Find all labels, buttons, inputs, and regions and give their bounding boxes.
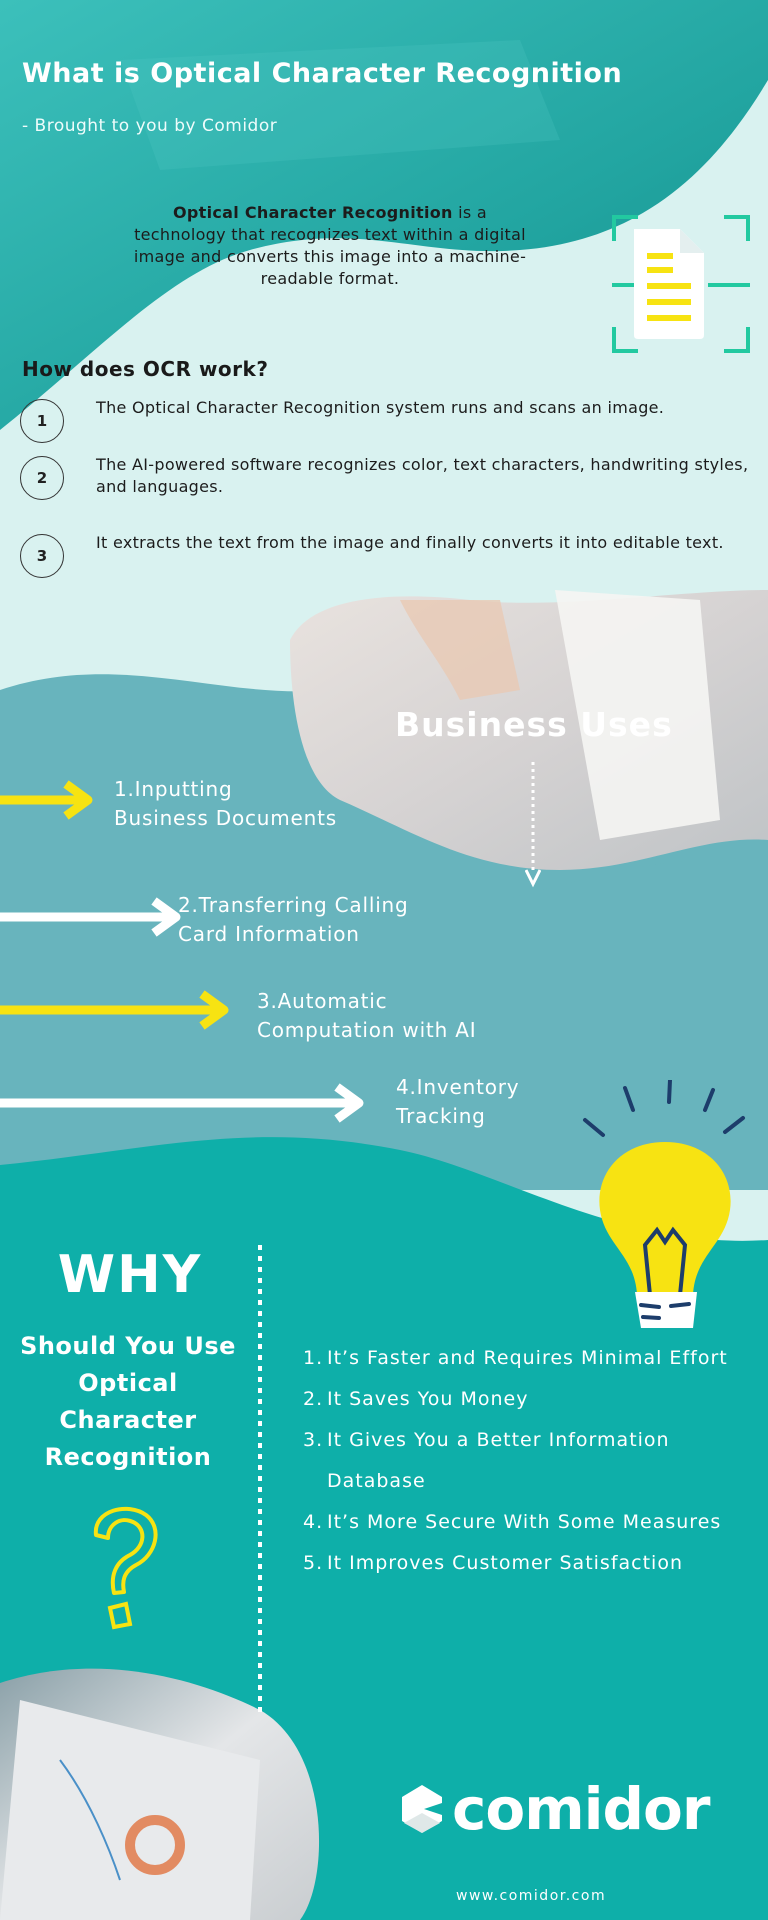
benefit-text: It’s More Secure With Some Measures — [327, 1511, 722, 1533]
step-number: 3 — [20, 534, 64, 578]
page-title: What is Optical Character Recognition — [22, 58, 623, 89]
ocr-definition-text: is a technology that recognizes text wit… — [133, 203, 527, 288]
benefit-item: 4.It’s More Secure With Some Measures — [303, 1502, 753, 1543]
question-mark-icon — [93, 1506, 158, 1630]
comidor-logo-text: comidor — [452, 1775, 711, 1843]
page-subtitle: - Brought to you by Comidor — [22, 116, 278, 136]
benefit-text: It’s Faster and Requires Minimal Effort — [327, 1347, 728, 1369]
comidor-logo-mark-icon — [402, 1785, 442, 1833]
benefit-text: It Improves Customer Satisfaction — [327, 1552, 683, 1574]
step-text: It extracts the text from the image and … — [96, 533, 724, 552]
document-scan-icon — [612, 215, 750, 353]
benefit-text: It Saves You Money — [327, 1388, 529, 1410]
use-line: 2.Transferring Calling — [178, 893, 409, 917]
arrow-right-icon — [0, 780, 93, 820]
benefit-item: 5.It Improves Customer Satisfaction — [303, 1543, 753, 1584]
lightbulb-icon — [583, 1080, 745, 1328]
benefit-item: 2.It Saves You Money — [303, 1379, 753, 1420]
benefit-number: 2. — [303, 1388, 324, 1410]
business-uses-heading: Business Uses — [395, 705, 673, 744]
use-line: Card Information — [178, 922, 360, 946]
use-line: Tracking — [396, 1104, 486, 1128]
use-line: Business Documents — [114, 806, 337, 830]
step-1: 1 The Optical Character Recognition syst… — [20, 397, 760, 443]
use-line: 4.Inventory — [396, 1075, 520, 1099]
step-2-row: 2 The AI-powered software recognizes col… — [20, 432, 760, 500]
step-3: 3 It extracts the text from the image an… — [20, 532, 760, 578]
dotted-divider — [258, 1245, 262, 1715]
step-number: 2 — [20, 456, 64, 500]
arrow-right-icon — [0, 897, 181, 937]
why-heading: WHY — [57, 1245, 203, 1305]
use-line: Computation with AI — [257, 1018, 477, 1042]
step-number: 1 — [20, 399, 64, 443]
benefits-list: 1.It’s Faster and Requires Minimal Effor… — [303, 1338, 753, 1584]
benefit-item: 3.It Gives You a Better Information Data… — [303, 1420, 753, 1502]
website-link[interactable]: www.comidor.com — [456, 1888, 607, 1904]
benefit-text: It Gives You a Better Information Databa… — [327, 1429, 670, 1492]
header-wave — [0, 0, 768, 430]
benefit-item: 1.It’s Faster and Requires Minimal Effor… — [303, 1338, 753, 1379]
step-text: The AI-powered software recognizes color… — [96, 455, 749, 496]
ocr-definition: Optical Character Recognition is a techn… — [130, 202, 530, 290]
arrow-right-icon — [0, 990, 229, 1030]
benefit-number: 4. — [303, 1511, 324, 1533]
use-line: 3.Automatic — [257, 989, 388, 1013]
benefit-number: 5. — [303, 1552, 324, 1574]
ocr-term: Optical Character Recognition — [172, 203, 453, 222]
comidor-logo: comidor — [400, 1775, 711, 1843]
benefit-number: 1. — [303, 1347, 324, 1369]
why-subheading: Should You Use Optical Character Recogni… — [20, 1332, 236, 1471]
dotted-arrow-down-icon — [525, 762, 541, 888]
benefit-number: 3. — [303, 1429, 324, 1451]
step-text: The Optical Character Recognition system… — [96, 398, 665, 417]
how-heading: How does OCR work? — [22, 357, 269, 381]
arrow-right-icon — [0, 1083, 364, 1123]
use-line: 1.Inputting — [114, 777, 233, 801]
